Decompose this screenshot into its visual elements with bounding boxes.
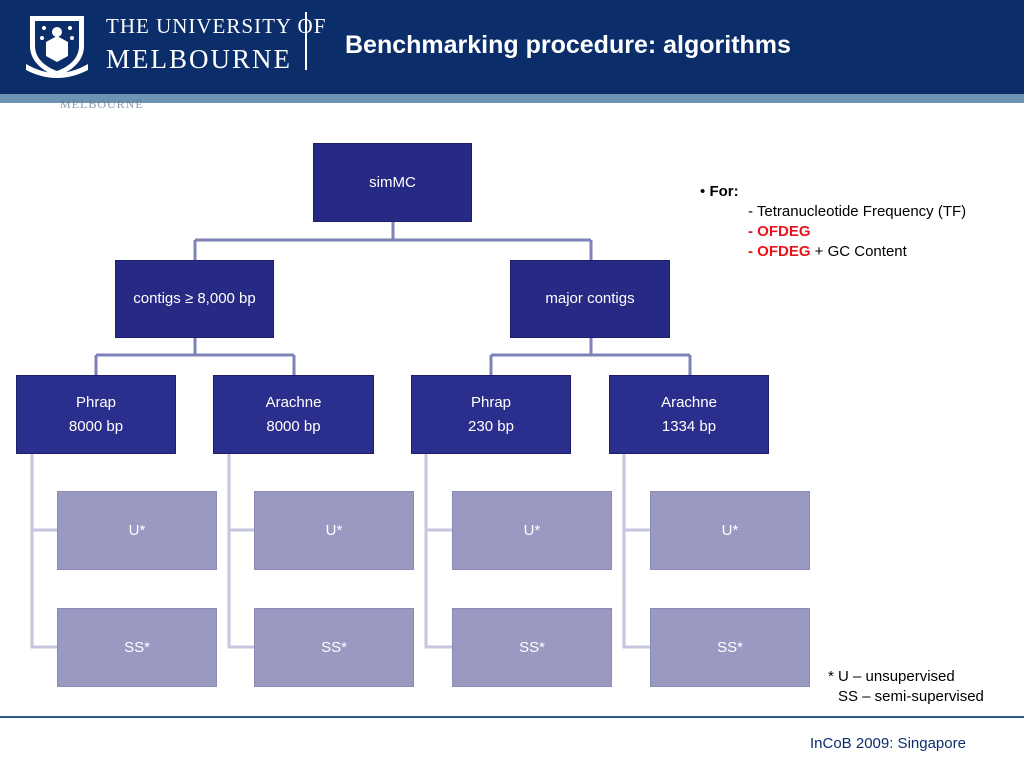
leaf-label: U* <box>325 521 343 539</box>
feature-notes: • For: - Tetranucleotide Frequency (TF) … <box>700 182 966 262</box>
legend-line-semi-supervised: SS – semi-supervised <box>838 688 984 705</box>
for-label: For: <box>709 183 739 200</box>
node-branch-label: contigs ≥ 8,000 bp <box>133 290 256 307</box>
connector-branch-2 <box>489 338 692 375</box>
node-leaf: U* <box>650 491 810 570</box>
legend-line-unsupervised: * U – unsupervised <box>828 668 955 685</box>
footer-rule <box>0 716 1024 718</box>
assembler-name: Arachne <box>265 393 322 411</box>
node-assembler: Phrap 230 bp <box>411 375 571 454</box>
assembler-length: 8000 bp <box>266 417 321 435</box>
assembler-name: Arachne <box>661 393 717 411</box>
note-highlight: - OFDEG <box>748 223 811 240</box>
note-item-ofdeg-gc: - OFDEG + GC Content <box>700 242 966 262</box>
connector-leaves-2 <box>227 454 254 649</box>
node-leaf: U* <box>254 491 414 570</box>
notes-heading: • For: <box>700 182 966 202</box>
assembler-name: Phrap <box>75 393 117 411</box>
leaf-label: U* <box>128 521 146 539</box>
node-root-label: simMC <box>369 173 416 191</box>
leaf-label: SS* <box>717 638 743 656</box>
header-divider <box>305 12 307 70</box>
node-root: simMC <box>313 143 472 222</box>
abbreviation-legend: * U – unsupervised SS – semi-supervised <box>828 667 984 707</box>
node-leaf: SS* <box>452 608 612 687</box>
university-name-line1: THE UNIVERSITY OF <box>106 14 327 38</box>
connector-leaves-3 <box>424 454 452 649</box>
connector-branch-1 <box>94 338 296 375</box>
node-leaf: SS* <box>254 608 414 687</box>
note-prefix: - Tetranucleotide Frequency (TF) <box>748 203 967 220</box>
leaf-label: SS* <box>321 638 347 656</box>
node-assembler: Arachne 8000 bp <box>213 375 374 454</box>
note-suffix: + GC Content <box>810 243 907 260</box>
node-branch-major-contigs: major contigs <box>510 260 670 338</box>
header-accent-band <box>0 94 1024 103</box>
connector-leaves-4 <box>622 454 650 649</box>
note-highlight: - OFDEG <box>748 243 811 260</box>
watermark-text: MELBOURNE <box>60 97 144 111</box>
note-item-ofdeg: - OFDEG <box>700 222 966 242</box>
leaf-label: SS* <box>519 638 545 656</box>
header-bar: THE UNIVERSITY OF MELBOURNE Benchmarking… <box>0 0 1024 94</box>
leaf-label: U* <box>721 521 739 539</box>
node-leaf: SS* <box>650 608 810 687</box>
connector-leaves-1 <box>30 454 57 649</box>
slide-title: Benchmarking procedure: algorithms <box>345 31 791 59</box>
node-assembler: Arachne 1334 bp <box>609 375 769 454</box>
leaf-label: SS* <box>124 638 150 656</box>
bullet-icon: • <box>700 183 706 200</box>
assembler-name: Phrap <box>470 393 512 411</box>
assembler-length: 1334 bp <box>661 417 717 435</box>
node-branch-label: major contigs <box>545 290 635 307</box>
assembler-length: 8000 bp <box>68 417 124 435</box>
node-leaf: U* <box>57 491 217 570</box>
node-assembler: Phrap 8000 bp <box>16 375 176 454</box>
footer-text: InCoB 2009: Singapore <box>810 735 966 752</box>
node-leaf: SS* <box>57 608 217 687</box>
connector-root <box>193 222 593 260</box>
university-name-line2: MELBOURNE <box>106 44 292 74</box>
assembler-length: 230 bp <box>468 417 514 435</box>
note-item-tf: - Tetranucleotide Frequency (TF) <box>700 202 966 222</box>
node-leaf: U* <box>452 491 612 570</box>
leaf-label: U* <box>523 521 541 539</box>
university-crest-icon <box>26 16 88 78</box>
node-branch-contigs: contigs ≥ 8,000 bp <box>115 260 274 338</box>
